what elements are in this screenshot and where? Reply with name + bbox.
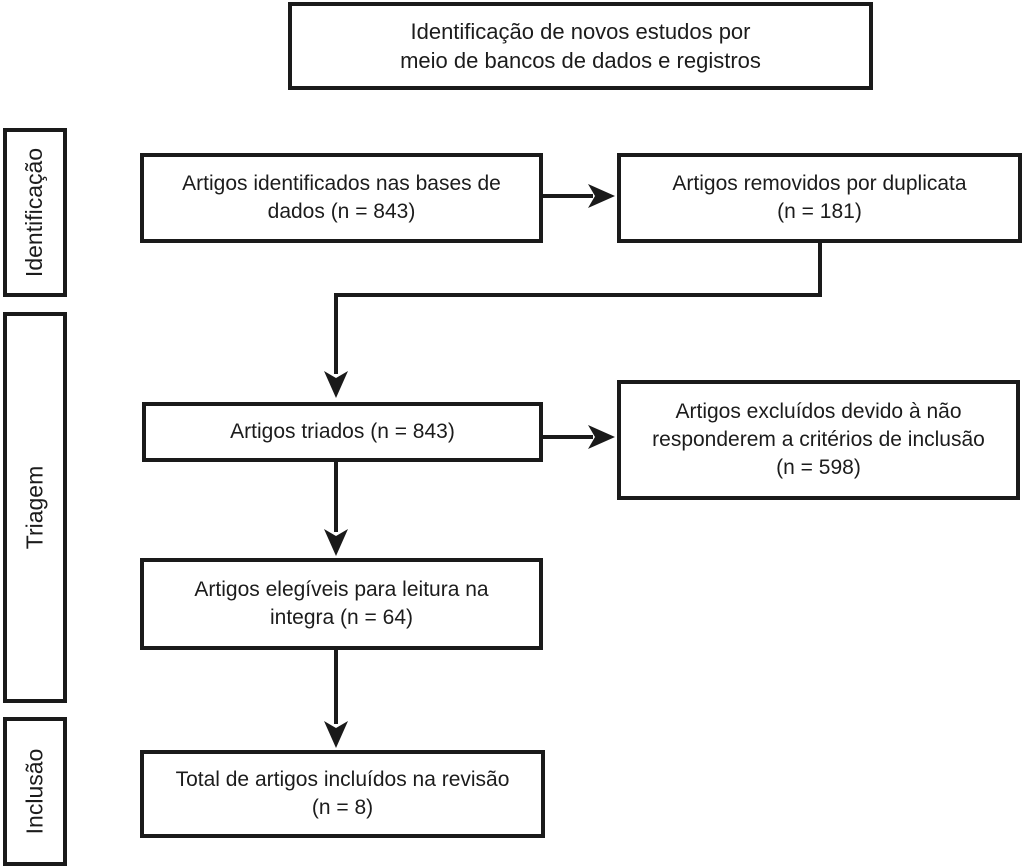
arrow-eligible-to-included-head bbox=[324, 721, 348, 748]
box-articles-included: Total de artigos incluídos na revisão (n… bbox=[140, 750, 545, 838]
box-articles-excluded-text: Artigos excluídos devido à não responder… bbox=[652, 400, 985, 479]
title-box-text: Identificação de novos estudos por meio … bbox=[400, 18, 761, 73]
arrow-screened-to-eligible-head bbox=[324, 529, 348, 556]
box-articles-excluded: Artigos excluídos devido à não responder… bbox=[617, 380, 1020, 500]
arrow-duplicates-to-screened-head bbox=[324, 371, 348, 398]
stage-label-inclusao: Inclusão bbox=[3, 717, 67, 866]
arrow-duplicates-to-screened-line bbox=[334, 243, 822, 374]
stage-label-inclusao-text: Inclusão bbox=[21, 748, 48, 835]
stage-label-identificacao-text: Identificação bbox=[21, 147, 48, 278]
stage-label-triagem-text: Triagem bbox=[21, 465, 48, 550]
title-box: Identificação de novos estudos por meio … bbox=[288, 2, 873, 90]
stage-label-identificacao: Identificação bbox=[3, 128, 67, 297]
arrow-screened-to-excluded-head bbox=[588, 425, 615, 449]
box-articles-eligible: Artigos elegíveis para leitura na integr… bbox=[140, 558, 543, 650]
box-articles-included-text: Total de artigos incluídos na revisão (n… bbox=[175, 768, 510, 819]
box-articles-screened-text: Artigos triados (n = 843) bbox=[230, 420, 455, 444]
box-duplicates-removed: Artigos removidos por duplicata (n = 181… bbox=[617, 153, 1022, 243]
box-articles-identified: Artigos identificados nas bases de dados… bbox=[140, 153, 543, 243]
box-duplicates-removed-text: Artigos removidos por duplicata (n = 181… bbox=[672, 172, 967, 223]
arrow-identified-to-duplicates-head bbox=[588, 184, 615, 208]
box-articles-identified-text: Artigos identificados nas bases de dados… bbox=[182, 172, 501, 223]
box-articles-screened: Artigos triados (n = 843) bbox=[142, 402, 543, 462]
box-articles-eligible-text: Artigos elegíveis para leitura na integr… bbox=[194, 578, 489, 629]
stage-label-triagem: Triagem bbox=[3, 312, 67, 703]
